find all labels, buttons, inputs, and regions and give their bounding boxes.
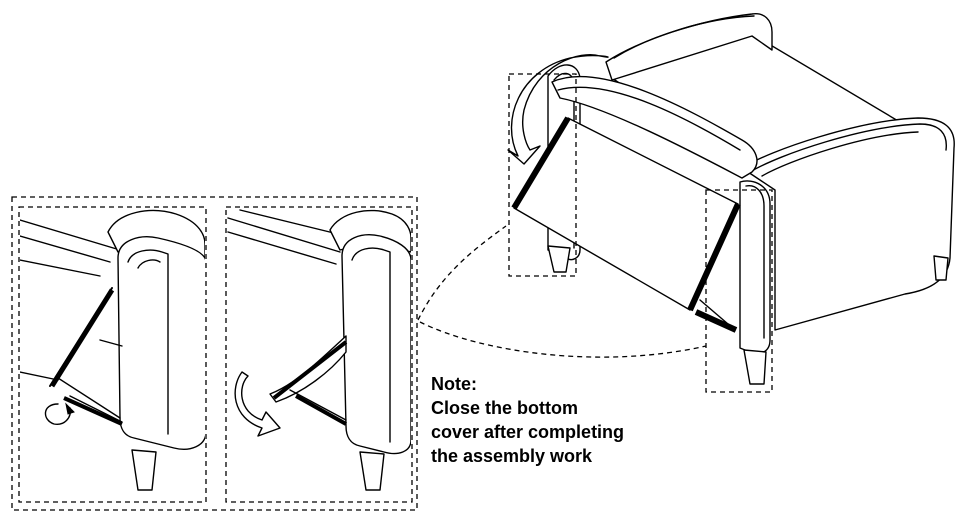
assembly-note: Note: Close the bottom cover after compl…: [431, 372, 731, 468]
highlight-box-left: [508, 73, 577, 277]
detail-2-drawing: [227, 209, 411, 491]
detail-box-1: [18, 206, 207, 503]
connector-curve-lower: [419, 321, 707, 358]
connector-curve-upper: [417, 225, 507, 321]
note-line-3: the assembly work: [431, 446, 593, 466]
rotate-arrow-icon: [44, 403, 71, 425]
curved-arrow-icon: [234, 371, 281, 437]
note-heading: Note:: [431, 374, 477, 394]
sofa-main-view: [507, 13, 955, 385]
rotate-arrow-icon: [507, 54, 609, 165]
note-line-2: cover after completing: [431, 422, 625, 442]
detail-panel-outer: [11, 196, 418, 511]
detail-1-drawing: [20, 209, 205, 491]
note-line-1: Close the bottom: [431, 398, 578, 418]
detail-box-2: [225, 206, 413, 503]
highlight-box-right: [705, 189, 773, 393]
